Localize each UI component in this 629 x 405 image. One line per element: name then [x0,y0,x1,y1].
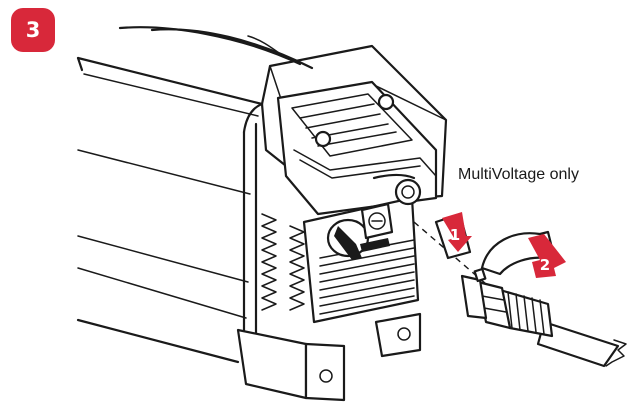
cable-plug [460,267,627,368]
step-number: 3 [25,18,41,42]
rotate-arrow-icon: 2 [480,230,566,278]
marker-rotate: 2 [540,256,550,274]
welder-housing [76,26,448,402]
socket-right [394,178,422,206]
step-badge: 3 [11,8,55,52]
socket-center [360,202,394,252]
push-arrow-icon: 1 [434,212,472,260]
top-vent [291,93,437,180]
marker-push: 1 [450,226,460,244]
front-panel [261,178,422,324]
multivoltage-caption: MultiVoltage only [458,166,579,183]
selector-knob [326,218,370,260]
